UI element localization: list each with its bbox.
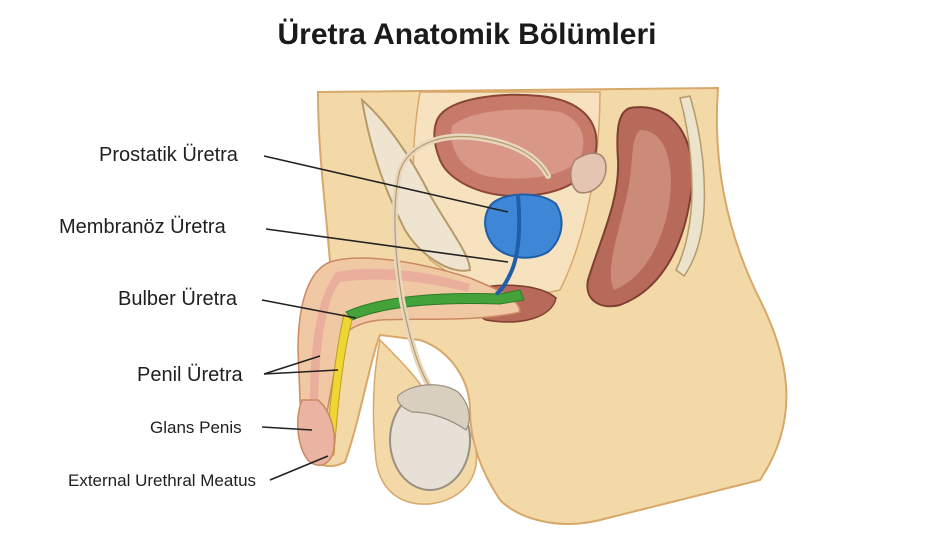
label-penil: Penil Üretra [137,364,243,386]
bulbar-urethra [345,289,525,321]
leader-meatus [269,455,329,481]
label-membranoz: Membranöz Üretra [59,216,226,238]
glans [297,399,336,466]
page-title: Üretra Anatomik Bölümleri [277,18,657,51]
leader-glans [261,426,313,431]
label-bulber: Bulber Üretra [118,288,237,310]
seminal-vesicle [570,152,607,194]
leader-bulber [261,299,357,319]
bladder-inner [451,109,584,179]
label-glans: Glans Penis [150,418,242,437]
label-prostatik: Prostatik Üretra [99,144,238,166]
epididymis [397,384,470,431]
corpus-cavernosum [310,268,470,400]
label-meatus: External Urethral Meatus [68,471,257,490]
leader-penil-b [263,369,339,375]
vas-deferens-outline [394,135,549,401]
leader-membranoz [265,228,509,263]
coccyx [675,95,706,278]
prostate [484,193,563,259]
prostatic-urethra-path [494,195,522,296]
penile-urethra [325,313,353,456]
leader-prostatik [263,155,509,213]
penis-shaft [297,257,521,460]
leader-penil-a [263,355,321,375]
rectum-inner [610,130,671,290]
